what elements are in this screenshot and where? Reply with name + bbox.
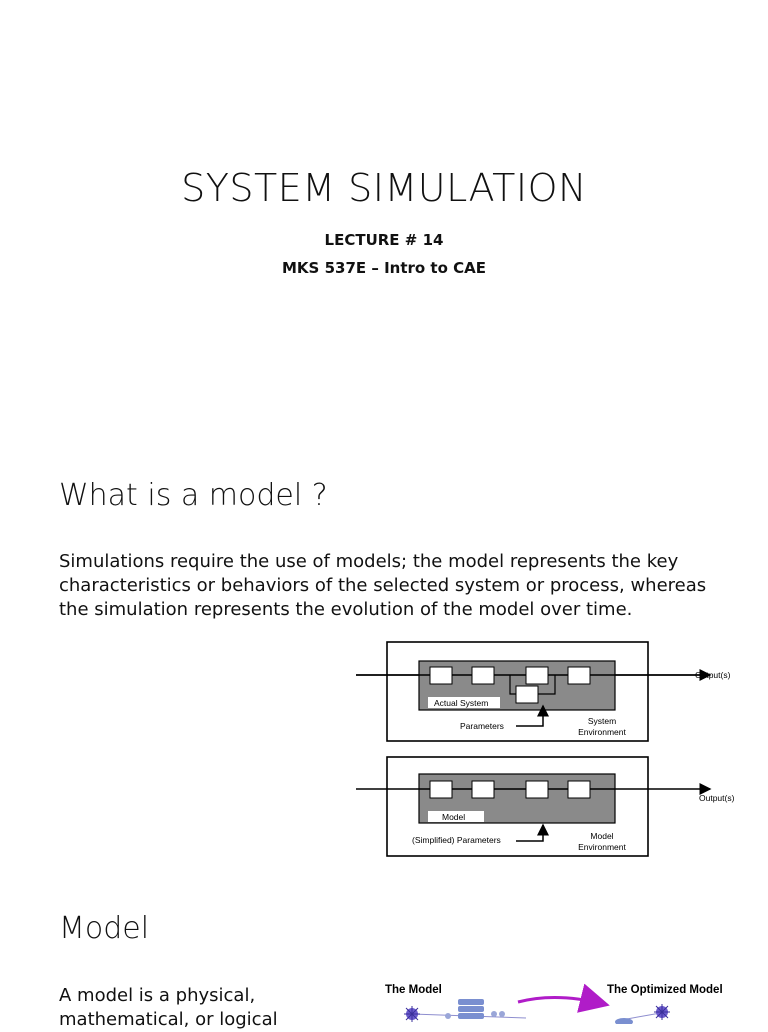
model-optimization-figure: The Model The Optimized Model	[385, 983, 723, 1024]
system-env-label-1: System	[588, 716, 616, 726]
paragraph-line: the simulation represents the evolution …	[59, 599, 633, 620]
paragraph-line: Simulations require the use of models; t…	[59, 551, 679, 572]
paragraph-line: mathematical, or logical	[59, 1009, 278, 1030]
model-definition-paragraph: Simulations require the use of models; t…	[59, 550, 719, 622]
model-env-label-1: Model	[590, 831, 613, 841]
system-vs-model-diagram: Actual System Parameters System Environm…	[356, 641, 735, 857]
model-env-label-2: Environment	[578, 842, 626, 852]
system-env-label-2: Environment	[578, 727, 626, 737]
left-network-icon	[404, 999, 527, 1022]
paragraph-line: A model is a physical,	[59, 985, 256, 1006]
model-box-label: Model	[442, 812, 465, 822]
model-paragraph: A model is a physical, mathematical, or …	[59, 984, 339, 1032]
model-panel: Model (Simplified) Parameters Model Envi…	[356, 756, 735, 857]
lecture-number: LECTURE # 14	[324, 231, 444, 249]
section-heading-what-is-model: What is a model ?	[59, 478, 328, 513]
optimization-arrow	[517, 983, 610, 1013]
actual-system-panel: Actual System Parameters System Environm…	[356, 641, 731, 742]
output-label-top: Output(s)	[695, 670, 731, 680]
slide-title: SYSTEM SIMULATION	[181, 166, 587, 210]
output-label-bottom: Output(s)	[699, 793, 735, 803]
paragraph-line: characteristics or behaviors of the sele…	[59, 575, 707, 596]
the-model-label: The Model	[385, 984, 442, 996]
right-network-icon	[615, 1004, 670, 1024]
course-name: MKS 537E – Intro to CAE	[282, 259, 486, 277]
parameters-label: Parameters	[460, 721, 504, 731]
actual-system-label: Actual System	[434, 698, 488, 708]
the-optimized-model-label: The Optimized Model	[607, 984, 723, 996]
simplified-parameters-label: (Simplified) Parameters	[412, 835, 501, 845]
section-heading-model: Model	[59, 911, 150, 946]
